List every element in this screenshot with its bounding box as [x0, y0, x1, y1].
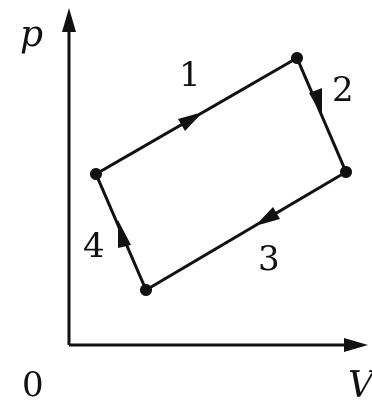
process-3-line [144, 170, 348, 292]
process-2-arrow [309, 88, 322, 116]
y-axis-arrowhead [62, 8, 76, 32]
state-point-top-right [291, 52, 303, 64]
state-point-top-left [90, 168, 102, 180]
x-axis-label: V [348, 365, 372, 403]
process-3-arrow [255, 207, 280, 226]
state-point-right [340, 166, 352, 178]
process-label-1: 1 [179, 55, 201, 95]
process-label-4: 4 [83, 226, 105, 266]
state-point-bottom [140, 284, 152, 296]
x-axis-arrowhead [344, 338, 368, 352]
origin-label: 0 [22, 365, 44, 403]
process-1-arrow [178, 112, 203, 131]
y-axis-label: p [20, 14, 43, 55]
process-label-3: 3 [258, 239, 280, 279]
process-4-arrow [118, 220, 131, 248]
process-label-2: 2 [332, 70, 354, 110]
